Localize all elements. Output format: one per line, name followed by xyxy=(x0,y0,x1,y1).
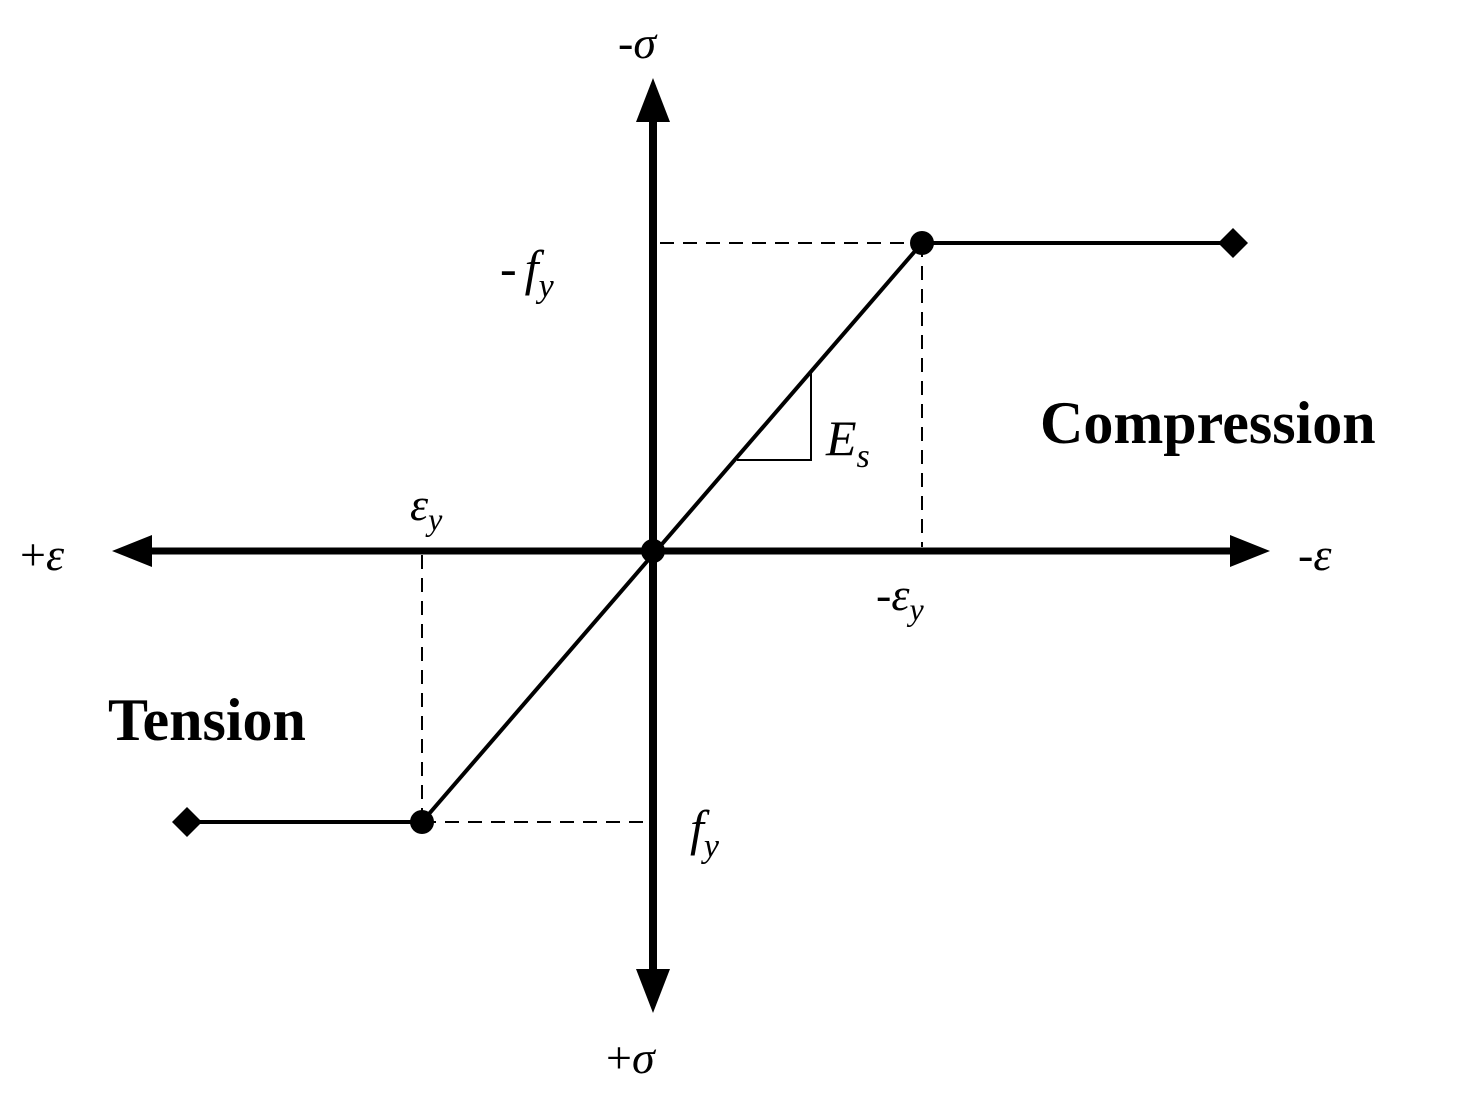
region-compression: Compression xyxy=(1040,390,1376,456)
axis-label-neg-epsilon: -ε xyxy=(1298,529,1332,580)
stress-axis-arrow-up xyxy=(636,78,670,122)
elastic-branch xyxy=(420,241,924,824)
yield-point-compression xyxy=(910,231,934,255)
label-neg-eps-y: -εy xyxy=(876,569,924,627)
stress-axis-arrow-down xyxy=(636,969,670,1013)
region-tension: Tension xyxy=(108,687,306,753)
end-marker-tension xyxy=(172,807,202,837)
label-pos-eps-y: εy xyxy=(410,479,443,537)
label-modulus: Es xyxy=(825,410,870,475)
strain-axis-arrow-right xyxy=(1230,535,1270,567)
label-pos-fy: fy xyxy=(690,800,720,865)
origin-point xyxy=(641,539,665,563)
strain-axis-arrow-left xyxy=(112,535,152,567)
axis-label-neg-sigma: -σ xyxy=(618,17,658,68)
yield-point-tension xyxy=(410,810,434,834)
axis-label-pos-sigma: +σ xyxy=(606,1032,657,1083)
label-neg-fy: -fy xyxy=(500,240,555,305)
end-marker-compression xyxy=(1218,228,1248,258)
modulus-slope-triangle xyxy=(737,370,812,461)
axis-label-pos-epsilon: +ε xyxy=(20,529,65,580)
